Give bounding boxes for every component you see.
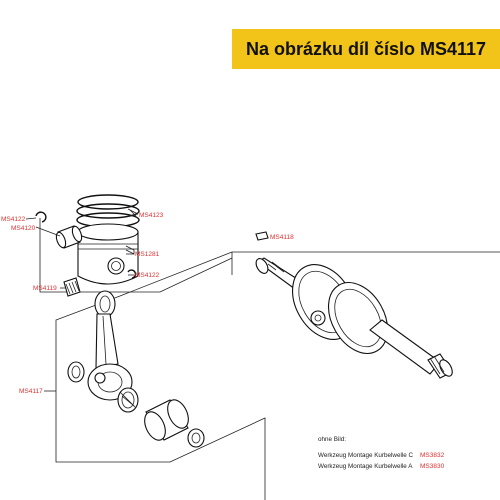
woodruff-key <box>255 231 269 241</box>
note-code-1: MS3832 <box>420 452 445 459</box>
banner-title: Na obrázku díl číslo MS4117 <box>245 38 487 59</box>
connecting-rod <box>87 290 133 401</box>
washer <box>187 428 205 448</box>
title-banner: Na obrázku díl číslo MS4117 <box>232 29 500 69</box>
label-ms4117: MS4117 <box>19 388 43 395</box>
crank-bearing-left <box>67 361 85 383</box>
label-ms4120: MS4120 <box>11 225 36 232</box>
note-code-2: MS3830 <box>420 463 445 470</box>
note-text-1: Werkzeug Montage Kurbelwelle C <box>318 452 414 459</box>
note-text-2: Werkzeug Montage Kurbelwelle A <box>318 463 413 470</box>
crankshaft <box>255 257 453 379</box>
label-ms1281: MS1281 <box>135 251 160 258</box>
label-ms4122-top: MS4122 <box>1 216 26 223</box>
piston-pin <box>55 225 83 249</box>
label-ms4122-side: MS4122 <box>135 272 160 279</box>
label-ms4123: MS4123 <box>139 212 164 219</box>
leader-lines <box>25 209 137 392</box>
crank-bearing-right <box>117 387 139 413</box>
piston <box>77 223 139 285</box>
notes-heading: ohne Bild: <box>318 436 346 443</box>
label-ms4118: MS4118 <box>270 234 294 241</box>
circlip-side <box>127 269 137 279</box>
label-ms4119: MS4119 <box>33 285 57 292</box>
crank-pin <box>144 399 189 441</box>
small-end-bearing <box>63 277 81 297</box>
circlip-top <box>35 211 47 223</box>
crankshaft-frame <box>55 251 500 500</box>
piston-rings <box>76 194 140 228</box>
